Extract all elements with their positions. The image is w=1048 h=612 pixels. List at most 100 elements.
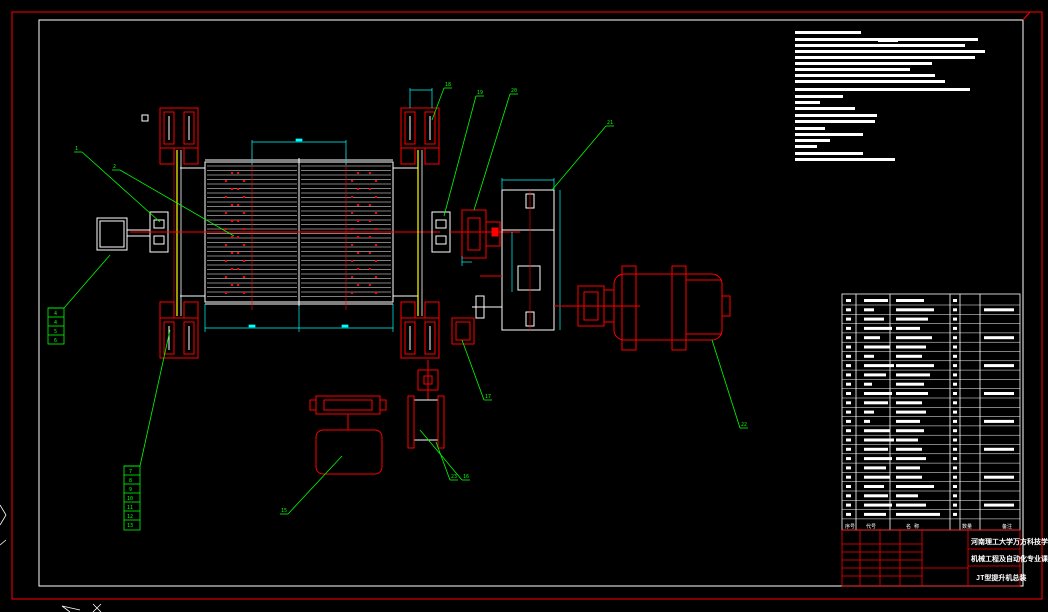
rope-mark bbox=[375, 276, 377, 278]
parts-row-code bbox=[864, 308, 874, 312]
parts-row-qty bbox=[953, 485, 957, 488]
parts-row-no bbox=[846, 429, 851, 433]
drum-center-lines bbox=[251, 150, 347, 310]
parts-row-name bbox=[896, 429, 924, 433]
parts-row-qty bbox=[953, 512, 957, 516]
balloon-8: 8 bbox=[129, 478, 132, 484]
rope-mark bbox=[243, 212, 245, 214]
rope-mark bbox=[369, 220, 371, 222]
rope-mark bbox=[351, 244, 353, 246]
rope-mark bbox=[225, 228, 227, 230]
rope-mark bbox=[351, 196, 353, 198]
rope-mark bbox=[237, 188, 239, 190]
parts-row-no bbox=[846, 364, 851, 368]
balloon-4b: 4 bbox=[54, 320, 57, 326]
parts-row-note bbox=[984, 364, 1014, 368]
rope-mark bbox=[351, 276, 353, 278]
right-lower-bearing-block bbox=[400, 301, 440, 359]
parts-row-code bbox=[864, 485, 884, 488]
rope-mark bbox=[231, 284, 233, 286]
parts-row-qty bbox=[953, 438, 957, 442]
ucs-icon bbox=[0, 504, 102, 612]
rope-mark bbox=[225, 196, 227, 198]
parts-row-no bbox=[846, 345, 851, 349]
rope-mark bbox=[225, 212, 227, 214]
parts-row-name bbox=[896, 401, 922, 405]
main-motor bbox=[613, 265, 731, 351]
title-course: 机械工程及自动化专业课程设计 bbox=[971, 554, 1048, 563]
parts-row-note bbox=[984, 308, 1014, 312]
rope-mark bbox=[243, 260, 245, 262]
rope-mark bbox=[375, 212, 377, 214]
parts-row-code bbox=[864, 345, 890, 349]
rope-mark bbox=[357, 268, 359, 270]
parts-row-name bbox=[896, 410, 926, 414]
parts-row-name bbox=[896, 466, 920, 470]
rope-mark bbox=[375, 292, 377, 294]
balloon-label-19: 19 bbox=[477, 90, 483, 96]
parts-row-qty bbox=[953, 345, 957, 349]
parts-row-name bbox=[896, 299, 924, 302]
rope-mark bbox=[243, 228, 245, 230]
parts-row-code bbox=[864, 326, 892, 330]
parts-row-code bbox=[864, 447, 888, 451]
parts-row-code bbox=[864, 410, 874, 414]
parts-row-name bbox=[896, 326, 920, 330]
rope-mark bbox=[357, 220, 359, 222]
rope-mark bbox=[369, 252, 371, 254]
parts-row-no bbox=[846, 457, 851, 461]
parts-row-code bbox=[864, 438, 894, 442]
parts-row-no bbox=[846, 438, 851, 442]
rope-mark bbox=[375, 244, 377, 246]
parts-row-name bbox=[896, 438, 918, 442]
parts-row-no bbox=[846, 317, 851, 321]
parts-row-no bbox=[846, 392, 851, 395]
parts-row-no bbox=[846, 503, 851, 507]
inner-border bbox=[38, 19, 1024, 587]
outer-border bbox=[11, 11, 1043, 600]
left-motor bbox=[96, 217, 150, 251]
balloon-11: 11 bbox=[127, 505, 133, 511]
balloon-label-20: 20 bbox=[511, 88, 517, 94]
balloon-10: 10 bbox=[127, 496, 133, 502]
parts-row-code bbox=[864, 317, 884, 321]
rope-mark bbox=[225, 180, 227, 182]
parts-row-qty bbox=[953, 364, 957, 368]
parts-row-name bbox=[896, 512, 940, 516]
balloon-9: 9 bbox=[129, 487, 132, 493]
rope-mark bbox=[243, 292, 245, 294]
brake-unit bbox=[407, 395, 445, 449]
parts-row-name bbox=[896, 494, 918, 498]
rope-mark bbox=[231, 252, 233, 254]
sheet-corner-line bbox=[1022, 11, 1031, 21]
balloon-label-15: 15 bbox=[281, 508, 287, 514]
brake-wheel bbox=[472, 295, 502, 319]
parts-row-qty bbox=[953, 373, 957, 377]
parts-row-name bbox=[896, 447, 922, 451]
rope-mark bbox=[243, 276, 245, 278]
parts-row-qty bbox=[953, 457, 957, 461]
parts-row-code bbox=[864, 364, 894, 368]
parts-row-qty bbox=[953, 308, 957, 312]
parts-row-no bbox=[846, 494, 851, 498]
parts-row-code bbox=[864, 512, 886, 516]
drum-dimensions bbox=[204, 138, 394, 332]
parts-row-qty bbox=[953, 447, 957, 451]
parts-header-note: 备注 bbox=[1002, 523, 1012, 530]
balloon-label-23: 23 bbox=[451, 474, 457, 480]
balloon-label-21: 21 bbox=[607, 120, 613, 126]
rope-mark bbox=[357, 236, 359, 238]
parts-header-qty: 数量 bbox=[962, 523, 972, 530]
parts-row-name bbox=[896, 308, 934, 312]
rope-mark bbox=[369, 268, 371, 270]
title-drawing-name: JT型提升机总装 bbox=[976, 573, 1026, 582]
balloon-7: 7 bbox=[129, 469, 132, 475]
balloon-13: 13 bbox=[127, 523, 133, 529]
parts-row-no bbox=[846, 354, 851, 358]
parts-row-code bbox=[864, 299, 888, 302]
parts-row-qty bbox=[953, 336, 957, 340]
balloon-5: 5 bbox=[54, 329, 57, 335]
rope-mark bbox=[231, 188, 233, 190]
drum-rope-marks bbox=[225, 172, 377, 294]
